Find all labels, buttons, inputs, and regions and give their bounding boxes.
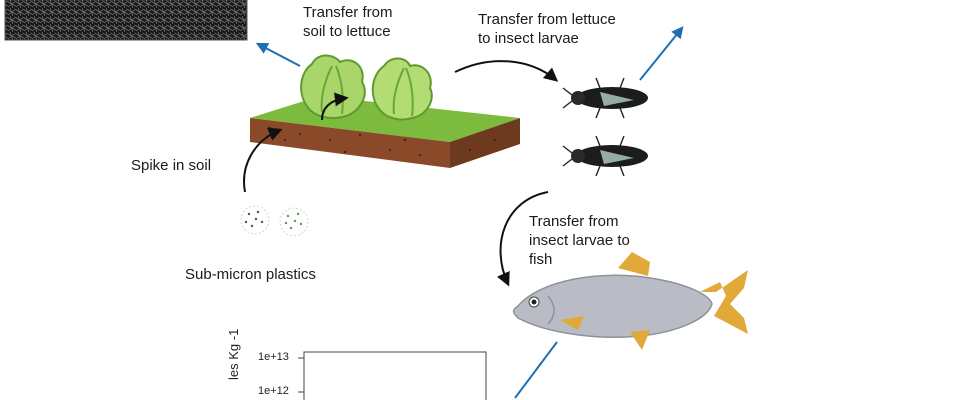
arrow-lettuce-to-larvae [454, 60, 559, 82]
arrow-spike-to-soil [243, 127, 283, 193]
label-line: Transfer from [529, 213, 619, 230]
label-line: Transfer from lettuce [478, 11, 616, 28]
label-line: Transfer from [303, 4, 393, 21]
label-line: soil to lettuce [303, 23, 391, 40]
label-sub-micron-plastics: Sub-micron plastics [185, 266, 316, 283]
inset-chart-tick: 1e+12 [258, 385, 289, 397]
insect-larva-icon [562, 77, 648, 119]
label-soil-to-lettuce: Transfer from soil to lettuce [303, 3, 392, 41]
microscopy-image [4, 0, 248, 41]
insect-larva-icon [562, 135, 648, 177]
blue-arrow-bottom [514, 341, 558, 399]
label-spike-in-soil: Spike in soil [131, 157, 212, 174]
nanoplastic-particle-icon [240, 205, 270, 235]
label-line: to insect larvae [478, 30, 579, 47]
lettuce-icon [300, 54, 366, 119]
inset-chart-ylabel: les Kg -1 [226, 328, 241, 380]
label-lettuce-to-larvae: Transfer from lettuce to insect larvae [478, 10, 616, 48]
fish-icon [512, 252, 748, 350]
lettuce-icon [371, 57, 433, 121]
inset-chart-tick: 1e+13 [258, 351, 289, 363]
blue-arrow-top-left [255, 42, 301, 67]
label-line: insect larvae to [529, 232, 630, 249]
blue-arrow-top-right [639, 26, 684, 81]
label-line: fish [529, 251, 553, 268]
arrow-soil-to-lettuce [321, 92, 349, 121]
label-larvae-to-fish: Transfer from insect larvae to fish [529, 212, 630, 269]
nanoplastic-particle-icon [279, 207, 309, 237]
inset-chart [298, 351, 487, 400]
arrow-larvae-to-fish [496, 191, 549, 287]
